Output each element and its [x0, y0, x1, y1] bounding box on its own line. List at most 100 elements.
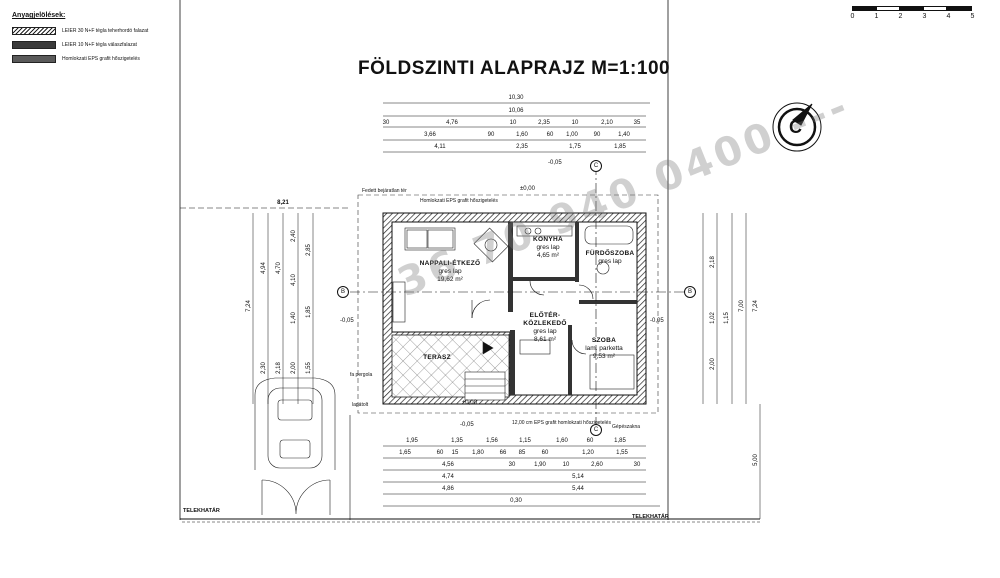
- legend-text: Homlokzati EPS grafit hőszigetelés: [62, 56, 140, 62]
- scale-label: 2: [898, 13, 903, 20]
- dimension-label: 7,24: [246, 300, 252, 312]
- dimension-label: 2,30: [261, 362, 267, 374]
- dimension-label: 66: [499, 450, 507, 456]
- doors: [471, 280, 594, 355]
- plot-boundary: [179, 0, 760, 523]
- dimension-label: 2,00: [710, 358, 716, 370]
- level-top: ±0,00: [520, 186, 535, 192]
- room-name: FÜRDŐSZOBA: [585, 250, 635, 257]
- dimension-label: 60: [586, 438, 594, 444]
- plot-boundary-label: TELEKHATÁR: [632, 514, 669, 520]
- legend-swatch: [12, 41, 56, 49]
- dimension-label: 90: [487, 132, 495, 138]
- room-area: 9,53 m²: [592, 353, 616, 360]
- material-legend: Anyagjelölések: LEIER 30 N+F tégla teher…: [12, 12, 212, 66]
- section-marker-b: B: [337, 286, 349, 298]
- scale-label: 3: [922, 13, 927, 20]
- dimension-label: 10,06: [508, 108, 524, 114]
- dimension-label: 4,94: [261, 262, 267, 274]
- dimension-lines-sides: [252, 213, 761, 519]
- dimension-label: 1,85: [614, 438, 626, 444]
- room-terrace: TERASZ: [423, 354, 451, 362]
- dimension-label: 1,85: [306, 306, 312, 318]
- legend-item: LEIER 30 N+F tégla teherhordó falazat: [12, 24, 212, 38]
- room-floor: lam. parketta: [585, 345, 623, 352]
- dimension-label: 1,00: [566, 132, 578, 138]
- dimension-label: 1,95: [406, 438, 418, 444]
- annotation: fa pergola: [350, 372, 373, 378]
- dimension-label: 2,35: [516, 144, 528, 150]
- dimension-label: 60: [436, 450, 444, 456]
- room-name: TERASZ: [423, 354, 451, 361]
- dimension-label: 4,11: [434, 144, 446, 150]
- room-area: 8,61 m²: [533, 336, 557, 343]
- dimension-label: 4,10: [291, 274, 297, 286]
- annotation: 12,00 cm EPS grafit homlokzati hőszigete…: [512, 420, 611, 426]
- level-right: -0,05: [650, 318, 664, 324]
- level-bottom-minus: -0,05: [460, 422, 474, 428]
- dimension-label: 8,21: [277, 200, 289, 206]
- dimension-label: 5,44: [572, 486, 584, 492]
- dimension-lines-bottom: [383, 445, 660, 507]
- dimension-label: 60: [546, 132, 554, 138]
- dimension-label: 30: [508, 462, 516, 468]
- room-name: NAPPALI-ÉTKEZŐ: [419, 260, 481, 267]
- dimension-label: 1,15: [519, 438, 531, 444]
- interior-walls: [508, 222, 637, 395]
- legend-swatch: [12, 27, 56, 35]
- dimension-label: 7,24: [753, 300, 759, 312]
- dimension-label: 1,90: [534, 462, 546, 468]
- dimension-lines-top: [383, 102, 650, 153]
- scale-label: 0: [850, 13, 855, 20]
- dimension-label: 2,18: [710, 256, 716, 268]
- legend-item: LEIER 10 N+F tégla válaszfalazat: [12, 38, 212, 52]
- dimension-label: 30: [633, 462, 641, 468]
- section-marker-b: B: [684, 286, 696, 298]
- dimension-label: 1,60: [556, 438, 568, 444]
- dimension-label: 60: [541, 450, 549, 456]
- section-marker-c: C: [590, 160, 602, 172]
- annotation: Gépészakna: [612, 424, 641, 430]
- dimension-label: 7,00: [739, 300, 745, 312]
- dimension-label: 10: [571, 120, 579, 126]
- dimension-label: 2,60: [591, 462, 603, 468]
- dimension-label: 5,00: [753, 454, 759, 466]
- dimension-label: 30: [382, 120, 390, 126]
- car-parking: [254, 377, 336, 515]
- section-lines: [350, 165, 690, 430]
- room-area: 19,62 m²: [437, 276, 463, 283]
- svg-text:C: C: [789, 117, 802, 137]
- dimension-label: 4,56: [442, 462, 454, 468]
- annotation: Fedett bejáratlan tér: [362, 188, 407, 194]
- dimension-label: 2,85: [306, 244, 312, 256]
- dimension-label: 1,02: [710, 312, 716, 324]
- room-bedroom: SZOBA lam. parketta 9,53 m²: [585, 337, 623, 361]
- dimension-label: 2,35: [538, 120, 550, 126]
- room-name: SZOBA: [591, 337, 617, 344]
- room-area: 4,65 m²: [536, 252, 560, 259]
- room-floor: gres lap: [536, 244, 560, 251]
- level-bottom: ±0,00: [462, 400, 477, 406]
- dimension-label: 1,85: [614, 144, 626, 150]
- dimension-label: 3,66: [424, 132, 436, 138]
- dimension-label: 4,70: [276, 262, 282, 274]
- dimension-label: 1,20: [582, 450, 594, 456]
- dimension-label: 1,55: [306, 362, 312, 374]
- dimension-label: 2,00: [291, 362, 297, 374]
- room-bathroom: FÜRDŐSZOBA gres lap: [586, 250, 635, 266]
- dimension-label: 15: [451, 450, 459, 456]
- room-name: ELŐTÉR-: [529, 312, 561, 319]
- annotation: lapátolt: [352, 402, 369, 408]
- scale-bar: 0 1 2 3 4 5: [850, 6, 984, 23]
- dimension-label: 2,10: [601, 120, 613, 126]
- dimension-label: 5,14: [572, 474, 584, 480]
- legend-title: Anyagjelölések:: [12, 12, 66, 19]
- room-kitchen: KONYHA gres lap 4,65 m²: [533, 236, 563, 260]
- legend-text: LEIER 30 N+F tégla teherhordó falazat: [62, 28, 149, 34]
- room-floor: gres lap: [533, 328, 557, 335]
- room-hallway: ELŐTÉR- KÖZLEKEDŐ gres lap 8,61 m²: [523, 312, 567, 344]
- dimension-label: 10: [562, 462, 570, 468]
- legend-item: Homlokzati EPS grafit hőszigetelés: [12, 52, 212, 66]
- dimension-label: 4,86: [442, 486, 454, 492]
